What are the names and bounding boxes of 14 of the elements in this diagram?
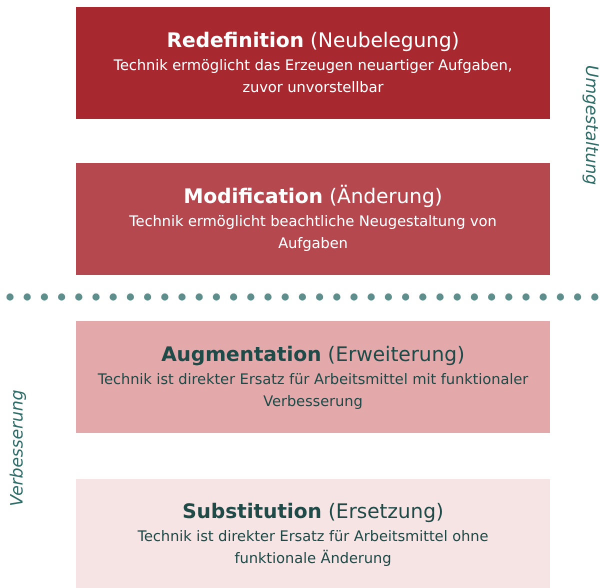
level-description: Technik ermöglicht beachtliche Neugestaltung von Aufgaben <box>128 213 498 254</box>
side-label: Umgestaltung <box>580 65 600 185</box>
level-box <box>76 479 550 588</box>
level-description: Technik ist direkter Ersatz für Arbeitsmittel ohne funktionale Änderung <box>136 528 490 568</box>
level-title: Redefinition (Neubelegung) <box>166 27 460 53</box>
level-title: Substitution (Ersetzung) <box>182 498 444 524</box>
level-box <box>76 163 550 275</box>
level-description: Technik ermöglicht das Erzeugen neuartiger Aufgaben, zuvor unvorstellbar <box>112 57 514 98</box>
level-box <box>76 7 550 119</box>
level-title: Augmentation (Erweiterung) <box>161 341 465 367</box>
level-description: Technik ist direkter Ersatz für Arbeitsmittel mit funktionaler Verbesserung <box>96 371 530 412</box>
level-title: Modification (Änderung) <box>184 183 442 209</box>
level-box <box>76 321 550 433</box>
side-label: Verbesserung <box>6 390 27 506</box>
